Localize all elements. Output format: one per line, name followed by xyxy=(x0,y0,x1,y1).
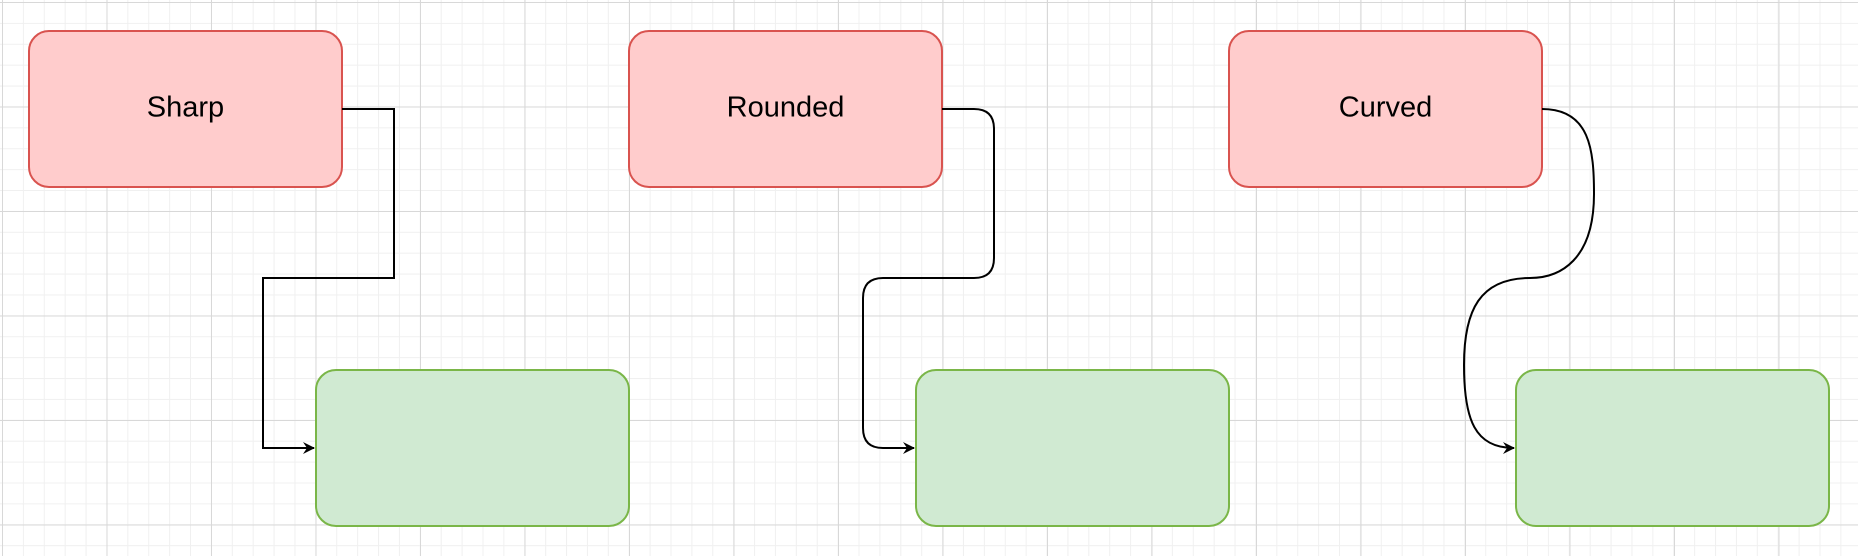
connector-sharp[interactable] xyxy=(262,108,395,454)
example-sharp: Sharp xyxy=(28,30,630,527)
connector-curved[interactable] xyxy=(1462,108,1596,454)
target-node-sharp[interactable] xyxy=(315,369,630,527)
source-node-label: Curved xyxy=(1339,92,1433,124)
example-rounded: Rounded xyxy=(628,30,1230,527)
connector-rounded[interactable] xyxy=(862,108,995,454)
example-curved: Curved xyxy=(1228,30,1830,527)
target-node-rounded[interactable] xyxy=(915,369,1230,527)
target-node-curved[interactable] xyxy=(1515,369,1830,527)
source-node-label: Rounded xyxy=(727,92,845,124)
source-node-label: Sharp xyxy=(147,92,224,124)
